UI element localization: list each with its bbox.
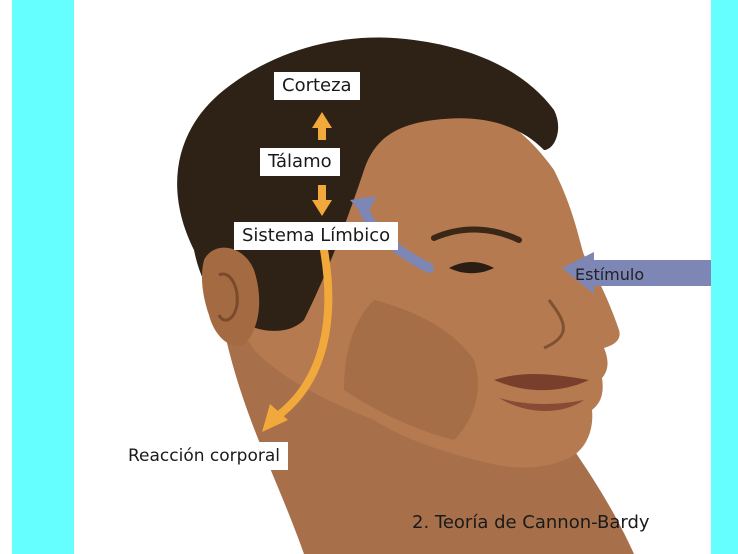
limbic-system-label: Sistema Límbico: [234, 222, 398, 250]
body-reaction-label: Reacción corporal: [120, 442, 288, 470]
stimulus-label: Estímulo: [575, 265, 644, 284]
figure-caption: 2. Teoría de Cannon-Bardy: [412, 512, 650, 533]
thalamus-label: Tálamo: [260, 148, 340, 176]
right-cyan-band: [711, 0, 738, 554]
cortex-label: Corteza: [274, 72, 360, 100]
left-cyan-band: [12, 0, 74, 554]
diagram-canvas: Corteza Tálamo Sistema Límbico Estímulo …: [74, 0, 711, 554]
